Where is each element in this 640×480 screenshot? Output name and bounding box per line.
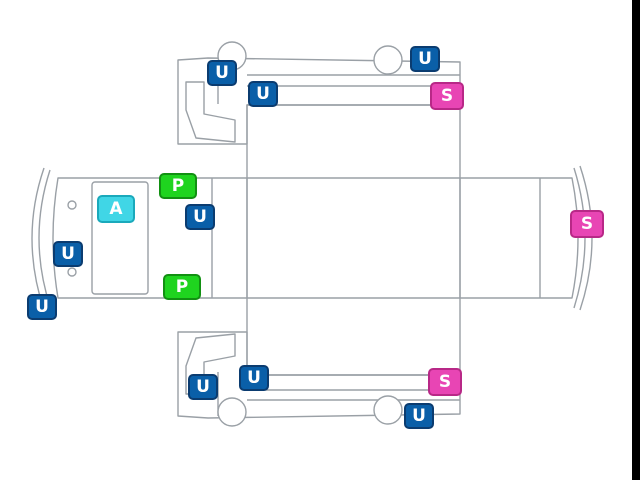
- s-badge-lower: S: [428, 368, 462, 396]
- u-badge-upper-right: U: [410, 46, 440, 72]
- front-bumper: [31, 167, 51, 311]
- u-badge-upper-left: U: [207, 60, 237, 86]
- p-badge-top: P: [159, 173, 197, 199]
- upper-rear-wheel: [373, 45, 403, 75]
- rear-bumper: [573, 165, 593, 311]
- a-badge: A: [97, 195, 135, 223]
- lower-rear-wheel: [373, 395, 403, 425]
- u-badge-lower-right: U: [404, 403, 434, 429]
- s-badge-upper: S: [430, 82, 464, 110]
- right-edge-bar: [632, 0, 640, 480]
- u-badge-lower-left: U: [188, 374, 218, 400]
- u-badge-front-bumper: U: [27, 294, 57, 320]
- front-cab: [52, 177, 248, 299]
- windshield: [91, 181, 149, 295]
- cargo-floor: [246, 104, 461, 376]
- u-badge-lower-inner: U: [239, 365, 269, 391]
- u-badge-upper-inner: U: [248, 81, 278, 107]
- u-badge-front-interior: U: [185, 204, 215, 230]
- s-badge-rear: S: [570, 210, 604, 238]
- rear-section: [459, 177, 579, 299]
- lower-front-wheel: [217, 397, 247, 427]
- u-badge-front-left: U: [53, 241, 83, 267]
- p-badge-bottom: P: [163, 274, 201, 300]
